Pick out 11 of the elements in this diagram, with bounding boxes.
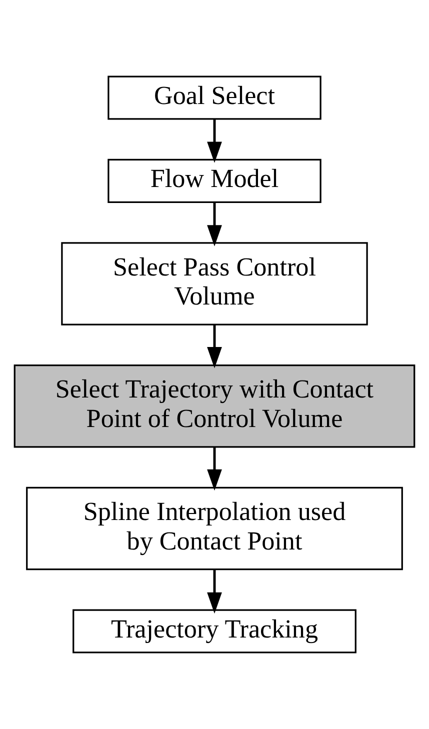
arrow (207, 325, 222, 368)
arrow (207, 119, 222, 163)
node-box: Select Pass Control Volume (61, 242, 368, 326)
arrow (207, 447, 222, 491)
arrow (207, 569, 222, 614)
node-box: Goal Select (108, 76, 322, 120)
node-box: Flow Model (108, 158, 322, 203)
arrow (207, 202, 222, 246)
node-box: Select Trajectory with Contact Point of Control Volume (14, 364, 416, 448)
node-box: Spline Interpolation used by Contact Point (26, 486, 403, 570)
node-box: Trajectory Tracking (72, 609, 356, 654)
